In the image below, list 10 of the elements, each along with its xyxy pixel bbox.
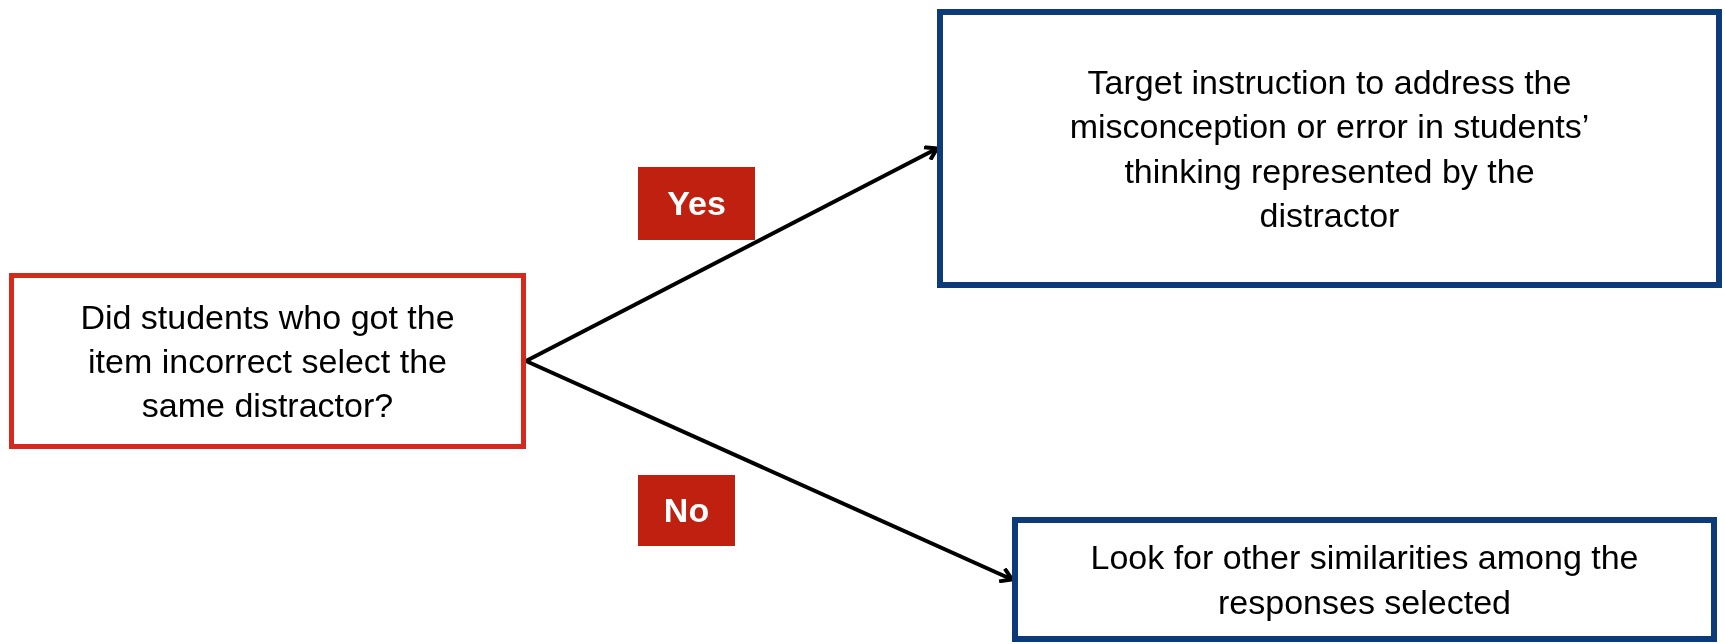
box-text: Did students who got the item incorrect select the same distractor? — [79, 296, 456, 427]
edge-label: Yes — [638, 167, 755, 240]
process-box — [1012, 517, 1717, 642]
process-box — [9, 273, 526, 449]
process-box — [937, 9, 1722, 288]
arrow — [525, 145, 939, 363]
box-text: Look for other similarities among the responses selected — [1089, 537, 1640, 623]
arrow — [525, 359, 1014, 584]
box-text: Target instruction to address the misconception or error in students’ thinking represented by the distractor — [1068, 62, 1591, 236]
edge-label: No — [638, 475, 735, 546]
